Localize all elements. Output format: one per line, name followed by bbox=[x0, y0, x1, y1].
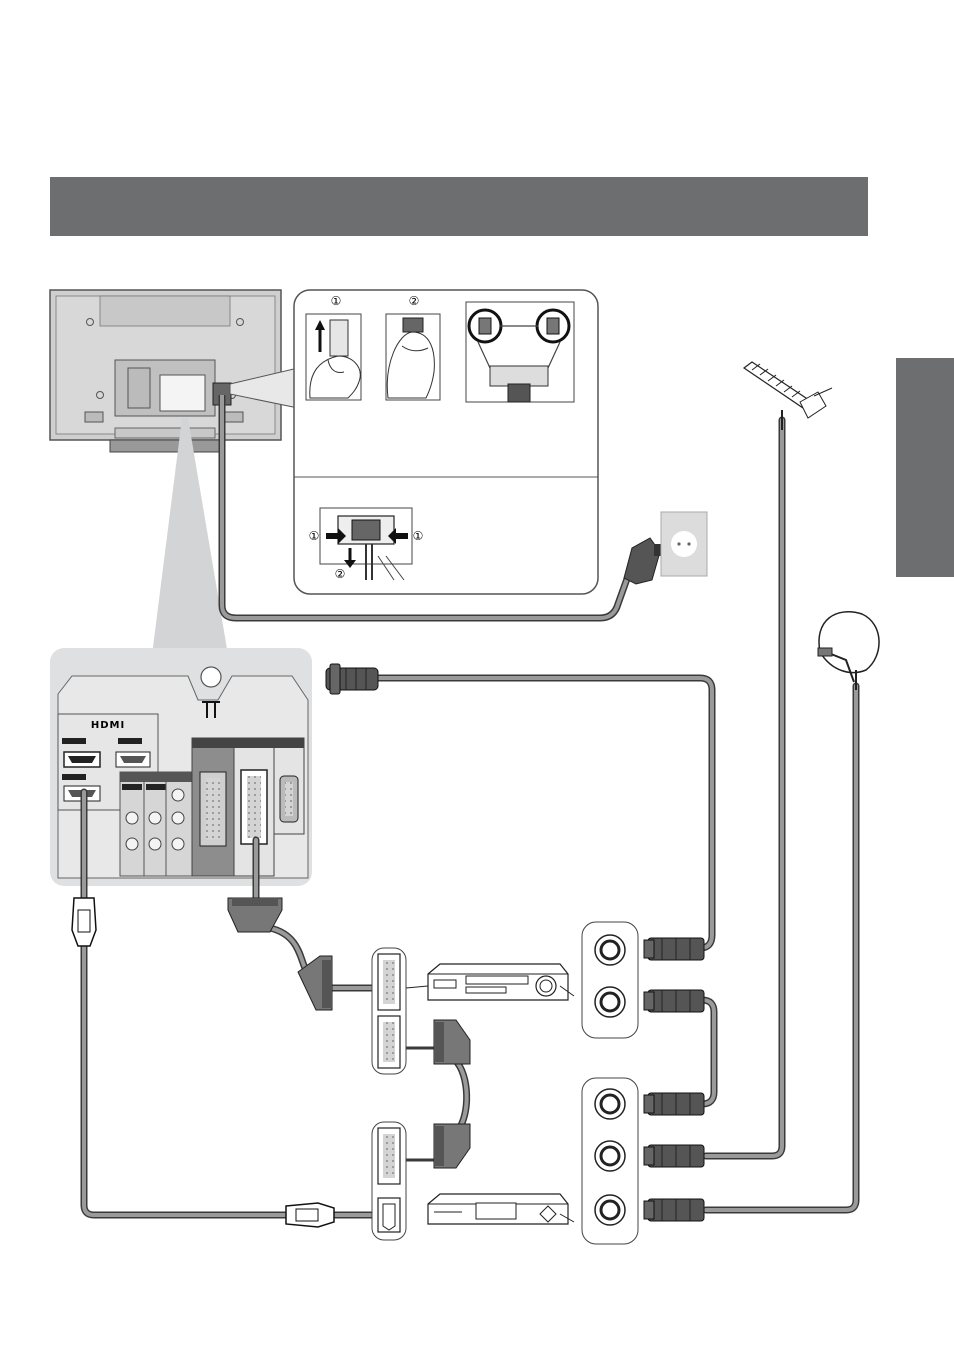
step-1-label: ① bbox=[331, 294, 342, 308]
scart-plug-icon bbox=[227, 897, 283, 933]
stb-rf-sockets bbox=[581, 1077, 639, 1245]
clamp-remove-icon bbox=[319, 507, 413, 581]
scart-plug-icon bbox=[433, 1123, 471, 1169]
hdmi-plug-icon bbox=[71, 897, 97, 947]
antenna-icon bbox=[742, 361, 833, 430]
vcr-icon bbox=[427, 963, 569, 1001]
remove-step-2: ② bbox=[335, 567, 346, 581]
rf-plug-icon bbox=[643, 937, 705, 1222]
scart-port-group bbox=[371, 947, 407, 1075]
remove-step-1-left: ① bbox=[309, 529, 320, 543]
hdmi-logo: HDMI bbox=[91, 720, 125, 731]
power-plug-icon bbox=[623, 537, 664, 585]
clamp-icon bbox=[465, 301, 575, 403]
scart-plug-icon bbox=[433, 1019, 471, 1065]
remove-step-1-right: ① bbox=[413, 529, 424, 543]
hand-icon bbox=[305, 313, 362, 401]
tv-rear-icon bbox=[49, 289, 282, 453]
satellite-dish-icon bbox=[817, 611, 880, 690]
step-2-label: ② bbox=[409, 294, 420, 308]
rf-in-socket bbox=[200, 666, 222, 688]
rf-plug-icon bbox=[325, 663, 379, 695]
side-tab bbox=[896, 358, 954, 577]
set-top-box-icon bbox=[427, 1193, 569, 1225]
power-inset-panel: ① ② bbox=[293, 289, 599, 595]
hdmi-plug-icon bbox=[285, 1202, 335, 1228]
scart-plug-icon bbox=[297, 955, 333, 1011]
recorder-rf-sockets bbox=[581, 921, 639, 1039]
antenna-symbol bbox=[202, 701, 220, 718]
hand-icon bbox=[385, 313, 441, 401]
stb-port-group bbox=[371, 1121, 407, 1241]
terminal-panel: HDMI bbox=[50, 648, 312, 886]
wall-socket-icon bbox=[660, 511, 708, 577]
header-bar bbox=[50, 177, 868, 236]
zoom-wedge bbox=[152, 418, 228, 655]
